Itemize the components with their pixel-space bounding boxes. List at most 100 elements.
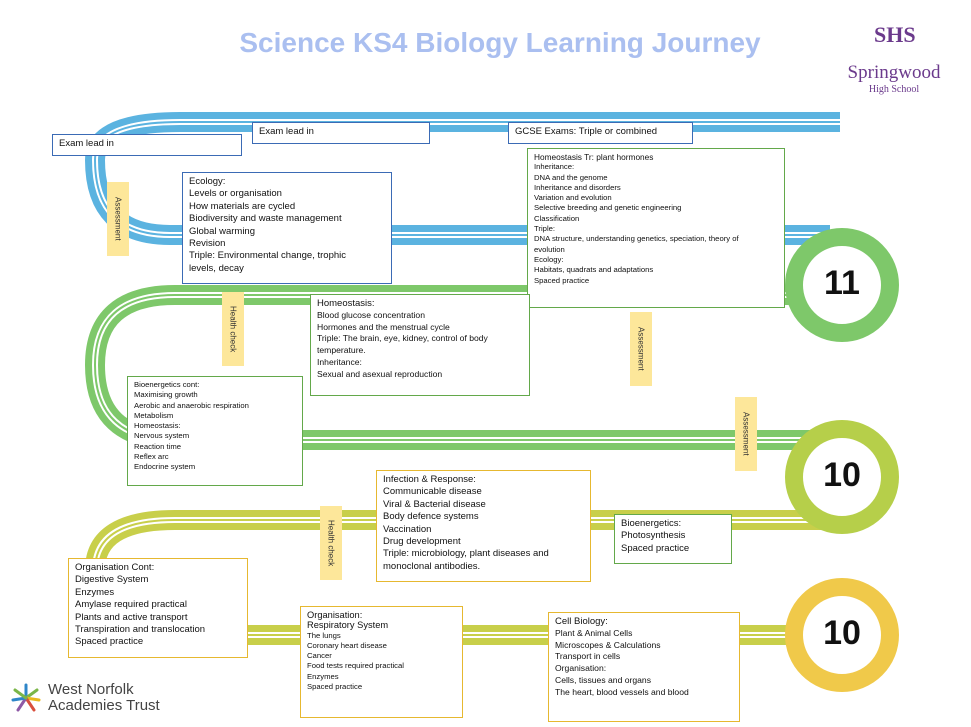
box-text-line: Spaced practice xyxy=(621,542,690,554)
box-text-line: Spaced practice xyxy=(307,682,363,692)
box-text-line: Triple: Environmental change, trophic xyxy=(189,250,347,262)
box-text-line: DNA and the genome xyxy=(534,172,608,182)
box-text-line: Spaced practice xyxy=(534,275,590,285)
year-10-upper-ring xyxy=(785,420,899,534)
box-text-line: Viral & Bacterial disease xyxy=(383,498,486,510)
year-10-upper-label: 10 xyxy=(823,456,861,494)
box-text-line: Transport in cells xyxy=(555,651,621,662)
box-text-line: Photosynthesis xyxy=(621,530,686,542)
year-11-ring xyxy=(785,228,899,342)
box-text-line: Ecology: xyxy=(534,254,564,264)
box-text-line: Hormones and the menstrual cycle xyxy=(317,321,450,332)
organisation-cont-box: Organisation Cont:Digestive System Enzym… xyxy=(68,558,248,658)
cell-biology-box: Cell Biology:Plant & Animal Cells Micros… xyxy=(548,612,740,722)
box-text-line: Homeostasis: xyxy=(317,298,375,309)
box-text-line: DNA structure, understanding genetics, s… xyxy=(534,234,739,244)
ecology-box: Ecology:Levels or organisation How mater… xyxy=(182,172,392,284)
box-text-line: Homeostasis: xyxy=(134,421,181,431)
box-text-line: Variation and evolution xyxy=(534,193,612,203)
box-text-line: Enzymes xyxy=(75,586,115,598)
box-text-line: Habitats, quadrats and adaptations xyxy=(534,265,654,275)
box-text-line: Communicable disease xyxy=(383,486,482,498)
box-text-line: Reflex arc xyxy=(134,452,169,462)
box-text-line: Biodiversity and waste management xyxy=(189,213,342,225)
box-text-line: monoclonal antibodies. xyxy=(383,560,481,572)
box-text-line: Vaccination xyxy=(383,523,432,535)
box-text-line: Homeostasis Tr: plant hormones xyxy=(534,152,654,162)
school-logo: SHS Springwood High School xyxy=(830,22,958,95)
assessment-tag-1: Assessment xyxy=(107,182,129,256)
year-10-lower-label: 10 xyxy=(823,614,861,652)
bioenergetics-cont-box: Bioenergetics cont:Maximising growth Aer… xyxy=(127,376,303,486)
box-text-line: Body defence systems xyxy=(383,511,479,523)
box-text-line: Transpiration and translocation xyxy=(75,624,206,636)
trust-logo: West Norfolk Academies Trust xyxy=(8,682,160,714)
box-text-line: Exam lead in xyxy=(259,126,314,137)
box-text-line: Nervous system xyxy=(134,431,190,441)
box-text-line: GCSE Exams: Triple or combined xyxy=(515,126,658,137)
box-text-line: temperature. xyxy=(317,345,366,356)
box-text-line: Infection & Response: xyxy=(383,474,476,485)
exam-lead-in-label-2: Exam lead in xyxy=(252,122,430,144)
bioenergetics-box: Bioenergetics:Photosynthesis Spaced prac… xyxy=(614,514,732,564)
box-text-line: Sexual and asexual reproduction xyxy=(317,368,443,379)
box-text-line: Inheritance: xyxy=(534,162,575,172)
school-crest-icon: SHS xyxy=(874,22,916,47)
box-text-line: Triple: The brain, eye, kidney, control … xyxy=(317,333,488,344)
box-text-line: Metabolism xyxy=(134,410,174,420)
trust-star-icon xyxy=(11,683,41,712)
box-text-line: The lungs xyxy=(307,630,341,640)
box-text-line: Bioenergetics: xyxy=(621,518,682,529)
box-text-line: Drug development xyxy=(383,536,461,548)
page-title: Science KS4 Biology Learning Journey xyxy=(239,27,761,58)
box-text-line: Maximising growth xyxy=(134,390,198,400)
box-text-line: Classification xyxy=(534,213,580,223)
box-text-line: Microscopes & Calculations xyxy=(555,639,661,650)
box-text-line: Coronary heart disease xyxy=(307,640,387,650)
assessment-tag-3: Assessment xyxy=(735,397,757,471)
box-text-line: The heart, blood vessels and blood xyxy=(555,686,689,697)
box-text-line: How materials are cycled xyxy=(189,200,296,212)
school-subtitle: High School xyxy=(868,84,920,95)
box-text-line: Plant & Animal Cells xyxy=(555,627,633,638)
box-text-line: Cell Biology: xyxy=(555,616,608,627)
box-text-line: Aerobic and anaerobic respiration xyxy=(134,400,249,410)
box-text-line: Bioenergetics cont: xyxy=(134,380,200,389)
box-text-line: Triple: xyxy=(534,224,556,234)
health-check-tag-1: Health check xyxy=(222,292,244,366)
gcse-exams-label: GCSE Exams: Triple or combined xyxy=(508,122,693,144)
box-text-line: Digestive System xyxy=(75,574,149,586)
box-text-line: Endocrine system xyxy=(134,462,196,472)
box-text-line: Organisation Cont: xyxy=(75,562,155,573)
school-name: Springwood xyxy=(847,62,941,83)
box-text-line: Selective breeding and genetic engineeri… xyxy=(534,203,682,213)
year-10-lower-ring xyxy=(785,578,899,692)
box-text-line: Exam lead in xyxy=(59,138,114,149)
box-text-line: evolution xyxy=(534,244,565,254)
box-text-line: Plants and active transport xyxy=(75,611,188,623)
box-text-line: Levels or organisation xyxy=(189,188,282,200)
box-text-line: Global warming xyxy=(189,225,255,237)
assessment-tag-2: Assessment xyxy=(630,312,652,386)
box-text-line: Organisation: xyxy=(307,610,363,620)
box-text-line: Cancer xyxy=(307,651,332,661)
box-text-line: Spaced practice xyxy=(75,636,144,648)
box-text-line: Inheritance and disorders xyxy=(534,182,621,192)
box-text-line: Cells, tissues and organs xyxy=(555,674,652,685)
box-text-line: Ecology: xyxy=(189,176,226,187)
year-11-label: 11 xyxy=(824,264,860,302)
trust-name-line2: Academies Trust xyxy=(48,697,160,714)
box-text-line: Reaction time xyxy=(134,441,181,451)
box-text-line: levels, decay xyxy=(189,262,244,274)
box-text-line: Inheritance: xyxy=(317,356,362,367)
health-check-tag-2: Health check xyxy=(320,506,342,580)
box-text-line: Blood glucose concentration xyxy=(317,309,425,320)
trust-name-line1: West Norfolk xyxy=(48,681,134,698)
box-text-line: Respiratory System xyxy=(307,620,389,631)
box-text-line: Food tests required practical xyxy=(307,661,404,671)
organisation-box: Organisation:Respiratory System The lung… xyxy=(300,606,463,718)
box-text-line: Revision xyxy=(189,238,226,250)
box-text-line: Triple: microbiology, plant diseases and xyxy=(383,548,549,560)
